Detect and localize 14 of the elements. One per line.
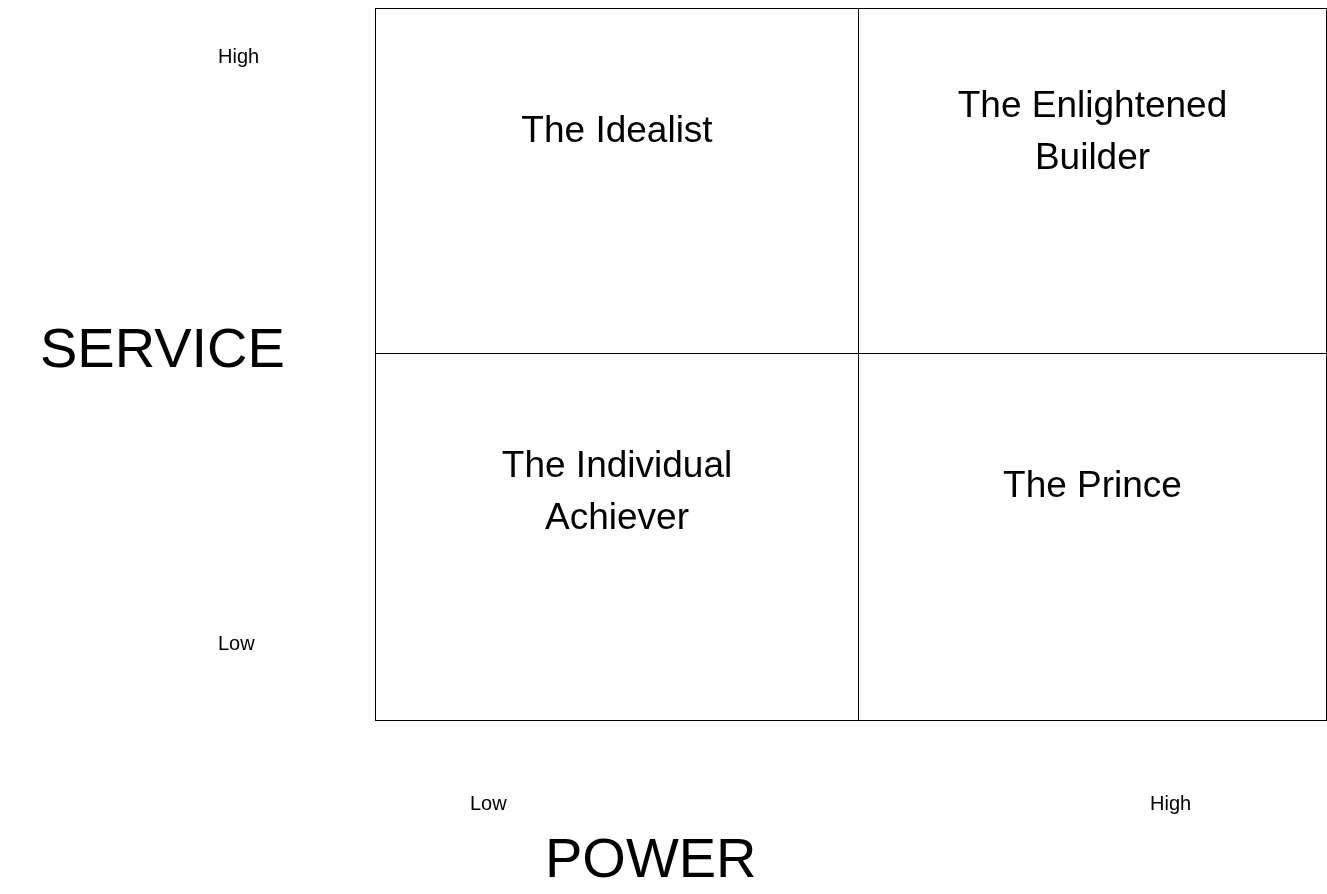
axis-level-label: Low [218, 632, 255, 655]
quadrant-title: The Individual Achiever [500, 443, 734, 539]
quadrant-cell [858, 8, 1327, 354]
axis-level-label: Low [470, 792, 507, 815]
axis-title: SERVICE [40, 315, 285, 380]
axis-level-label: High [1150, 792, 1192, 815]
quadrant-cell [858, 353, 1327, 721]
quadrant-title: The Prince [1003, 463, 1182, 507]
quadrant-title: The Enlightened Builder [956, 83, 1229, 179]
quadrant-title: The Idealist [521, 108, 713, 152]
quadrant-cell [375, 8, 859, 354]
axis-level-label: High [218, 45, 260, 68]
axis-title: POWER [545, 825, 757, 890]
quadrant-cell [375, 353, 859, 721]
